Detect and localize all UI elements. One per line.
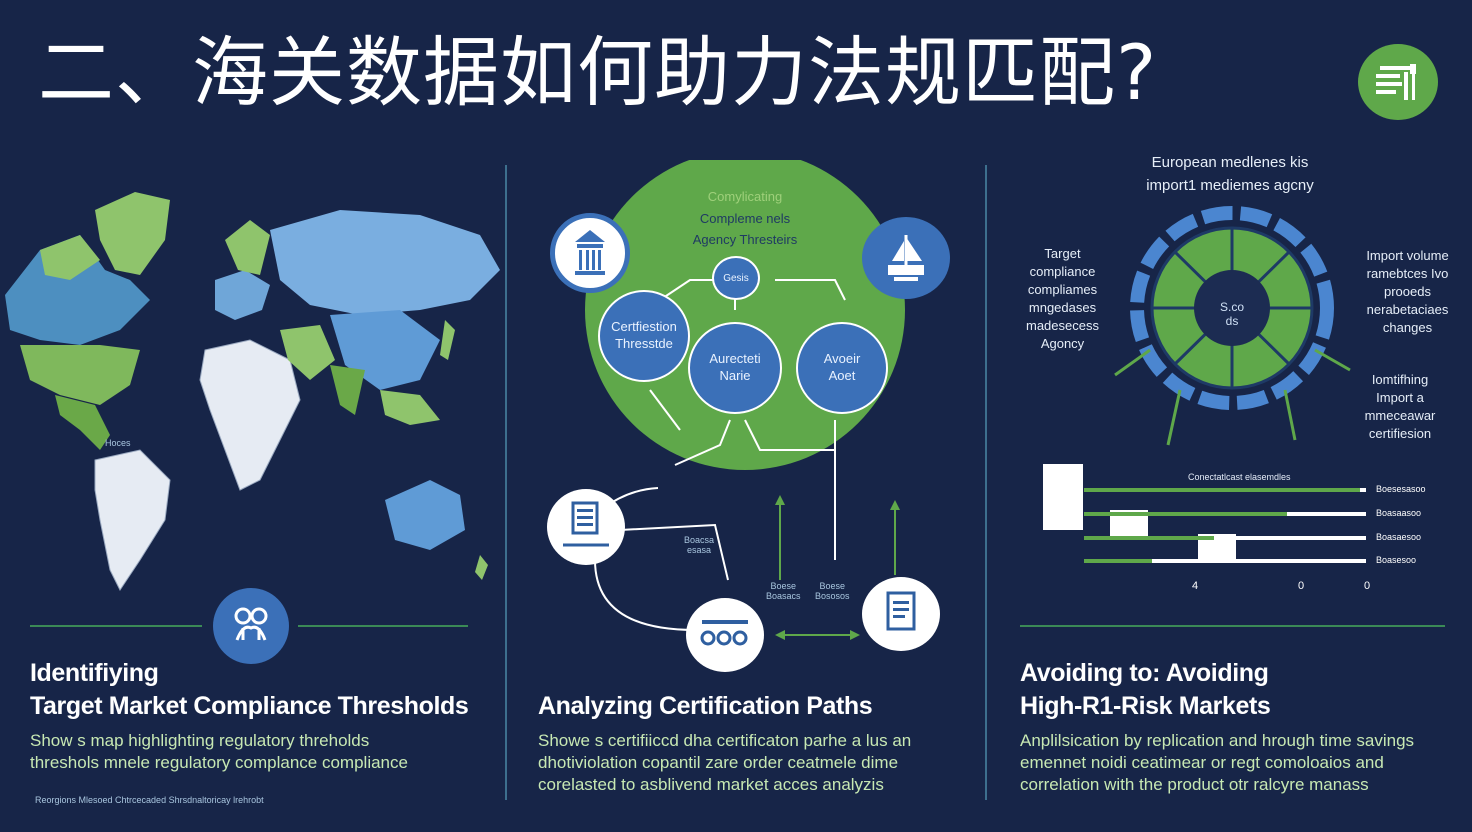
label-line: prooeds	[1384, 284, 1431, 299]
panel1-desc-line2: threshols mnele regulatory complance com…	[30, 753, 408, 772]
panel3-heading-line2: High-R1-Risk Markets	[1020, 692, 1271, 720]
section-rule	[298, 625, 468, 627]
panel1-heading-line2: Target Market Compliance Thresholds	[30, 692, 469, 720]
donut-title-line2: import1 mediemes agcny	[1146, 177, 1314, 194]
panel2-desc-line2: dhotiviolation copantil zare order ceatm…	[538, 753, 899, 772]
donut-title-line1: European medlenes kis	[1151, 154, 1309, 171]
bar	[1084, 536, 1366, 540]
clipboard-icon	[862, 577, 940, 651]
label-line: Agoncy	[1040, 336, 1085, 351]
panel1-desc-line1: Show s map highlighting regulatory threh…	[30, 731, 370, 750]
label-line: compliance	[1029, 264, 1096, 279]
path-label-a: Boacsa esasa	[684, 535, 715, 555]
label-line: madesecess	[1026, 318, 1099, 333]
checklist-icon	[1358, 44, 1438, 120]
path-label-c: Boese Bososos	[815, 581, 850, 601]
bar-fill	[1084, 488, 1360, 492]
panel3-desc-line1: Anplilsication by replication and hrough…	[1020, 731, 1415, 750]
page-title: 二、海关数据如何助力法规匹配?	[38, 28, 1158, 117]
bar-fill	[1084, 536, 1214, 540]
government-building-icon	[550, 213, 630, 293]
cargo-ship-icon	[862, 217, 950, 299]
label-line: Iomtifhing	[1371, 372, 1429, 387]
label-line: ramebtces Ivo	[1366, 266, 1449, 281]
panel-divider	[505, 165, 507, 800]
node-avoid: Avoeir Aoet	[796, 322, 888, 414]
bar-chart-title: Conectatlcast elasemdles	[1188, 472, 1291, 482]
panel2-desc-line1: Showe s certifiiccd dha certificaton par…	[538, 731, 912, 750]
diagram-title-line3: Agency Thresteirs	[692, 232, 798, 247]
label-line: nerabetaciaes	[1366, 302, 1449, 317]
diagram-title-line2: Compleme nels	[699, 211, 791, 226]
label-line: Import volume	[1366, 248, 1449, 263]
node-top: Gesis	[712, 256, 760, 300]
bar	[1084, 488, 1366, 492]
panel-divider	[985, 165, 987, 800]
panel2-heading: Analyzing Certification Paths	[538, 692, 873, 720]
target-compliance-label: Target compliance compliames mngedases mades…	[1010, 245, 1115, 353]
label-line: mngedases	[1028, 300, 1097, 315]
label-line: mmeceawar	[1364, 408, 1436, 423]
node-middle: Aurecteti Narie	[688, 322, 782, 414]
bar-label: Boasesoo	[1376, 555, 1417, 565]
donut-center-label: S.co ds	[1219, 300, 1244, 328]
import-volume-label: Import volume ramebtces Ivo prooeds nerabet…	[1350, 247, 1465, 337]
network-knot-icon	[213, 588, 289, 664]
bar-fill	[1084, 512, 1287, 516]
path-label-b: Boese Boasacs	[766, 581, 801, 601]
panel1-footnote: Reorgions Mlesoed Chtrcecaded Shrsdnalto…	[35, 795, 264, 805]
node-certification-threshold: Certfiestion Thresstde	[598, 290, 690, 382]
axis-tick: 0	[1364, 580, 1371, 592]
axis-tick: 0	[1298, 580, 1305, 592]
label-line: certifiesion	[1368, 426, 1432, 441]
label-line: Target	[1044, 246, 1081, 261]
document-stack-icon	[547, 489, 625, 565]
label-line: compliames	[1027, 282, 1098, 297]
panel3-desc-line3: correlation with the product otr ralcyre…	[1020, 775, 1369, 794]
bar-label: Boasaesoo	[1376, 532, 1422, 542]
axis-tick: 4	[1192, 580, 1199, 592]
panel2-desc-line3: corelasted to asblivend market acces ana…	[538, 775, 884, 794]
label-line: Import a	[1376, 390, 1424, 405]
panel3-desc-line2: emennet noidi ceatimear or regt comoloai…	[1020, 753, 1384, 772]
panel1-heading-line1: Identifiying	[30, 659, 159, 687]
bar-legend-box	[1043, 464, 1083, 530]
bar	[1084, 559, 1366, 563]
bar-label: Boesesasoo	[1376, 484, 1426, 494]
donut-chart	[1100, 200, 1370, 460]
section-rule	[30, 625, 202, 627]
bar	[1084, 512, 1366, 516]
bar-fill	[1084, 559, 1152, 563]
diagram-title-line1: Comylicating	[707, 189, 783, 204]
world-map	[0, 180, 505, 610]
panel3-heading-line1: Avoiding to: Avoiding	[1020, 659, 1269, 687]
workflow-nodes-icon	[686, 598, 764, 672]
bar-label: Boasaasoo	[1376, 508, 1422, 518]
section-rule	[1020, 625, 1445, 627]
label-line: changes	[1382, 320, 1433, 335]
map-label: Hoces	[105, 438, 131, 448]
